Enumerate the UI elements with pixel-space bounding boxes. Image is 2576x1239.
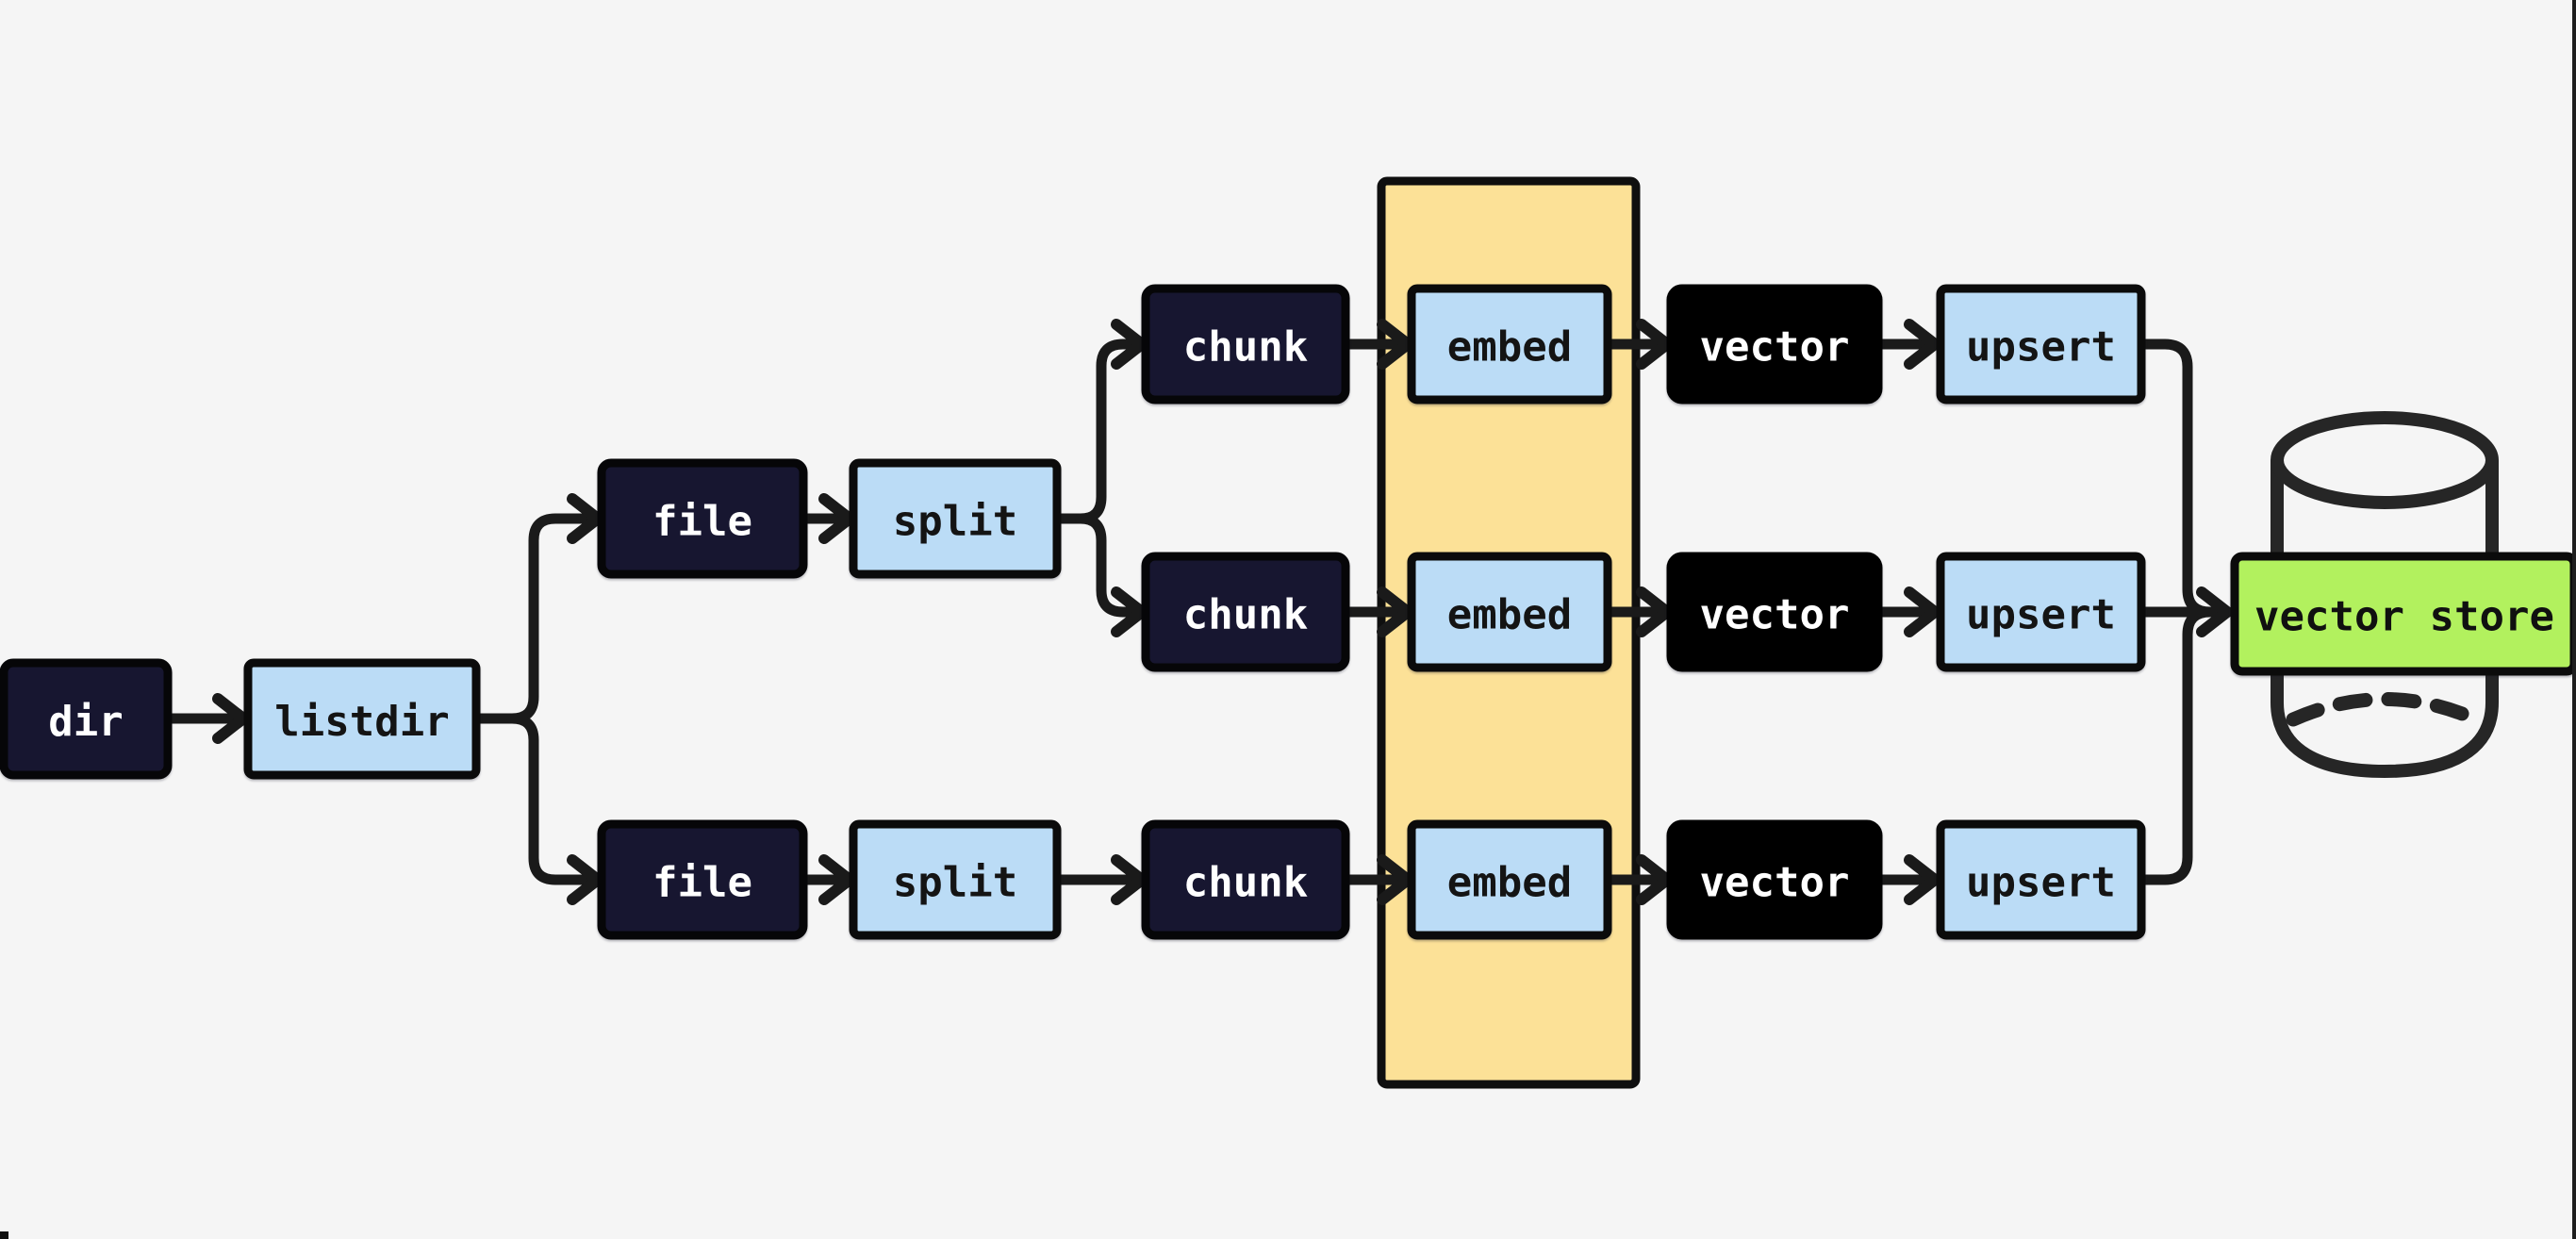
node-label-vector-2: vector: [1700, 591, 1850, 639]
node-label-chunk-bottom: chunk: [1183, 859, 1308, 907]
node-box-chunk-bottom: [1141, 819, 1350, 940]
edge-listdir-file-bottom: [506, 713, 590, 885]
database-cylinder-top: [2271, 411, 2499, 509]
node-dir: dir: [0, 658, 173, 780]
node-box-chunk-2: [1141, 552, 1350, 672]
node-label-upsert-2: upsert: [1966, 591, 2116, 639]
node-vector-store: vector store: [2230, 552, 2576, 676]
node-vector-1: vector: [1666, 284, 1883, 405]
node-file-top: file: [597, 458, 808, 579]
edges: [164, 319, 2233, 905]
node-box-chunk-1: [1141, 284, 1350, 405]
node-box-vector-2: [1666, 552, 1883, 672]
node-label-embed-2: embed: [1447, 591, 1572, 639]
node-upsert-bottom: upsert: [1936, 819, 2146, 940]
node-label-file-top: file: [652, 498, 752, 546]
node-upsert-1: upsert: [1936, 284, 2146, 405]
edge-upsertb-merge: [2138, 606, 2216, 885]
node-label-listdir: listdir: [274, 698, 449, 746]
node-upsert-2: upsert: [1936, 552, 2146, 672]
node-label-dir: dir: [48, 698, 123, 746]
node-box-embed-1: [1407, 284, 1612, 405]
node-chunk-bottom: chunk: [1141, 819, 1350, 940]
edge-split-chunk1: [1075, 339, 1135, 524]
node-label-upsert-1: upsert: [1966, 323, 2116, 372]
edge-listdir-file-top: [506, 513, 590, 724]
node-listdir: listdir: [243, 658, 481, 780]
node-chunk-1: chunk: [1141, 284, 1350, 405]
node-box-listdir: [243, 658, 481, 780]
node-label-vector-1: vector: [1700, 323, 1850, 372]
node-split-bottom: split: [849, 819, 1062, 940]
database-cylinder-dashed-rim: [2286, 692, 2484, 727]
arrowhead-upsert-bottom: [1904, 854, 1940, 905]
node-box-upsert-bottom: [1936, 819, 2146, 940]
nodes: dir listdir file split chunk embed vector upser…: [0, 284, 2576, 940]
node-box-embed-2: [1407, 552, 1612, 672]
node-box-embed-bottom: [1407, 819, 1612, 940]
node-vector-bottom: vector: [1666, 819, 1883, 940]
node-label-upsert-bottom: upsert: [1966, 859, 2116, 907]
node-box-split-bottom: [849, 819, 1062, 940]
node-label-vector-store: vector store: [2254, 593, 2554, 641]
node-embed-1: embed: [1407, 284, 1612, 405]
node-vector-2: vector: [1666, 552, 1883, 672]
node-label-split-top: split: [893, 498, 1017, 546]
node-split-top: split: [849, 458, 1062, 579]
node-box-upsert-2: [1936, 552, 2146, 672]
node-box-split-top: [849, 458, 1062, 579]
node-embed-bottom: embed: [1407, 819, 1612, 940]
node-chunk-2: chunk: [1141, 552, 1350, 672]
node-box-file-bottom: [597, 819, 808, 940]
edge-split-chunk2: [1075, 513, 1135, 618]
node-box-vector-1: [1666, 284, 1883, 405]
node-label-chunk-1: chunk: [1183, 323, 1308, 372]
node-file-bottom: file: [597, 819, 808, 940]
node-embed-2: embed: [1407, 552, 1612, 672]
node-label-split-bottom: split: [893, 859, 1017, 907]
arrowhead-upsert2: [1904, 586, 1940, 637]
node-label-file-bottom: file: [652, 859, 752, 907]
node-label-vector-bottom: vector: [1700, 859, 1850, 907]
arrowhead-upsert1: [1904, 319, 1940, 370]
corner-speck: [0, 1231, 8, 1239]
node-box-upsert-1: [1936, 284, 2146, 405]
node-box-vector-bottom: [1666, 819, 1883, 940]
node-label-embed-1: embed: [1447, 323, 1572, 372]
node-box-file-top: [597, 458, 808, 579]
edge-upsert1-merge: [2138, 339, 2216, 618]
arrowhead-listdir: [212, 693, 249, 744]
right-edge-line: [2572, 0, 2576, 1239]
arrowhead-vector-store: [2196, 586, 2233, 637]
node-box-dir: [0, 658, 173, 780]
node-label-embed-bottom: embed: [1447, 859, 1572, 907]
node-label-chunk-2: chunk: [1183, 591, 1308, 639]
